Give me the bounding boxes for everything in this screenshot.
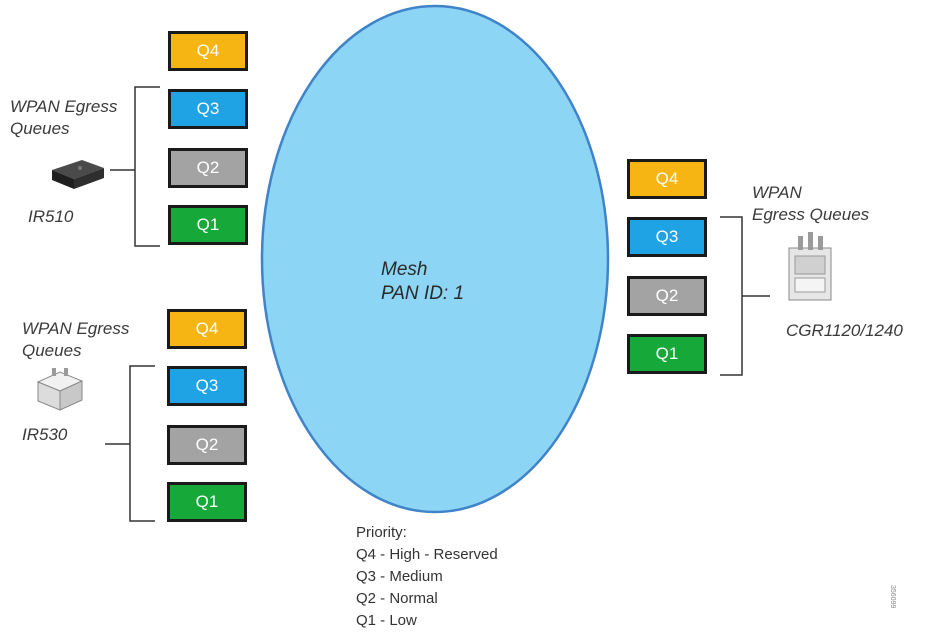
ir510-egress-line2: Queues bbox=[10, 118, 117, 140]
ir530-queue-q2: Q2 bbox=[167, 425, 247, 465]
priority-item-q1: Q1 - Low bbox=[356, 610, 498, 632]
cgr-bracket bbox=[720, 217, 770, 375]
figure-id: 356099 bbox=[884, 585, 896, 625]
ir510-queue-q4: Q4 bbox=[168, 31, 248, 71]
cgr-egress-line1: WPAN bbox=[752, 182, 869, 204]
priority-legend: Priority: Q4 - High - Reserved Q3 - Medi… bbox=[356, 522, 498, 632]
cgr-queue-q4: Q4 bbox=[627, 159, 707, 199]
cgr-queue-q2: Q2 bbox=[627, 276, 707, 316]
ir510-bracket bbox=[110, 87, 160, 246]
ir510-queue-q1: Q1 bbox=[168, 205, 248, 245]
cgr-egress-line2: Egress Queues bbox=[752, 204, 869, 226]
ir530-egress-line1: WPAN Egress bbox=[22, 318, 129, 340]
ir510-router-icon bbox=[52, 160, 104, 189]
ir510-egress-line1: WPAN Egress bbox=[10, 96, 117, 118]
priority-item-q4: Q4 - High - Reserved bbox=[356, 544, 498, 566]
ir530-device-name: IR530 bbox=[22, 424, 67, 446]
mesh-label-line2: PAN ID: 1 bbox=[381, 282, 464, 306]
mesh-label: Mesh PAN ID: 1 bbox=[381, 258, 464, 306]
ir530-queue-q1: Q1 bbox=[167, 482, 247, 522]
ir510-queue-q2: Q2 bbox=[168, 148, 248, 188]
ir530-egress-line2: Queues bbox=[22, 340, 129, 362]
cgr-queue-q1: Q1 bbox=[627, 334, 707, 374]
cgr-egress-label: WPAN Egress Queues bbox=[752, 182, 869, 226]
ir530-egress-label: WPAN Egress Queues bbox=[22, 318, 129, 362]
priority-item-q2: Q2 - Normal bbox=[356, 588, 498, 610]
priority-item-q3: Q3 - Medium bbox=[356, 566, 498, 588]
cgr-queue-q3: Q3 bbox=[627, 217, 707, 257]
ir530-bracket bbox=[105, 366, 155, 521]
priority-title: Priority: bbox=[356, 522, 498, 544]
ir530-queue-q4: Q4 bbox=[167, 309, 247, 349]
ir510-device-name: IR510 bbox=[28, 206, 73, 228]
ir510-queue-q3: Q3 bbox=[168, 89, 248, 129]
cgr-router-icon bbox=[789, 232, 831, 300]
mesh-label-line1: Mesh bbox=[381, 258, 464, 282]
ir530-router-icon bbox=[38, 368, 82, 410]
ir530-queue-q3: Q3 bbox=[167, 366, 247, 406]
cgr-device-name: CGR1120/1240 bbox=[786, 320, 903, 342]
ir510-egress-label: WPAN Egress Queues bbox=[10, 96, 117, 140]
